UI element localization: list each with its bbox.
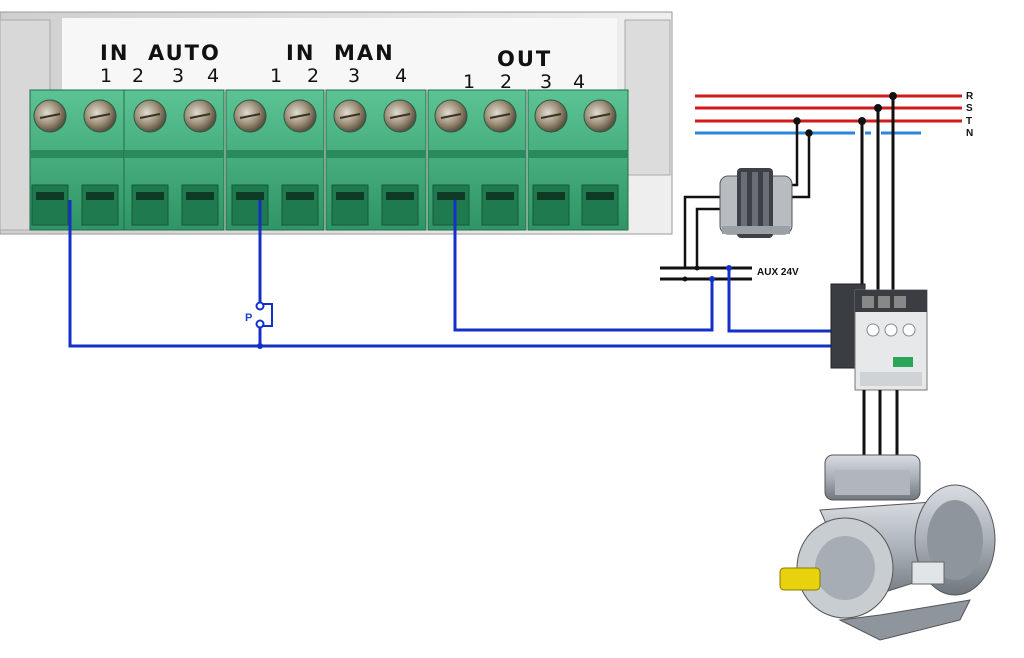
pin-label-2-1: 1 <box>270 65 282 87</box>
line-label-r: R <box>966 91 974 102</box>
wire-entry-slot[interactable] <box>331 184 369 226</box>
wire-entry-slot[interactable] <box>432 184 470 226</box>
transformer <box>719 168 793 238</box>
pin-label-2-4: 4 <box>395 65 407 87</box>
aux-24v-bus: AUX 24V <box>660 265 799 282</box>
pin-label-3-4: 4 <box>573 71 585 93</box>
group-label-in-auto: IN AUTO <box>100 41 221 65</box>
electric-motor <box>779 454 996 641</box>
pin-label-3-3: 3 <box>540 71 552 93</box>
wire-entry-slot[interactable] <box>581 184 619 226</box>
wire-entry-slot[interactable] <box>81 184 119 226</box>
motor-feed-wires <box>862 390 899 455</box>
terminal-modules <box>29 89 629 231</box>
contactor-supply-wires <box>858 92 897 298</box>
line-label-s: S <box>966 103 973 114</box>
pin-label-1-1: 1 <box>100 65 112 87</box>
wire-entry-slot[interactable] <box>281 184 319 226</box>
wire-entry-slot[interactable] <box>181 184 219 226</box>
pin-label-2-3: 3 <box>348 65 360 87</box>
group-label-out: OUT <box>497 47 552 71</box>
wire-entry-slot[interactable] <box>481 184 519 226</box>
pin-label-3-1: 1 <box>463 71 475 93</box>
pressure-switch-label: P <box>245 312 252 324</box>
pin-label-1-4: 4 <box>207 65 219 87</box>
wire-entry-slot[interactable] <box>131 184 169 226</box>
line-label-n: N <box>966 128 973 139</box>
contactor <box>830 283 928 391</box>
control-wires <box>68 200 838 348</box>
group-label-in-man: IN MAN <box>286 41 395 65</box>
wire-entry-slot[interactable] <box>231 184 269 226</box>
wire-entry-slot[interactable] <box>31 184 69 226</box>
label-strip <box>62 18 617 92</box>
aux-24v-label: AUX 24V <box>757 267 799 278</box>
line-label-t: T <box>966 116 972 127</box>
pin-label-1-2: 2 <box>132 65 144 87</box>
pin-label-1-3: 3 <box>172 65 184 87</box>
transformer-feed-wires <box>683 117 813 268</box>
pin-label-3-2: 2 <box>500 71 512 93</box>
pressure-switch: P <box>245 301 273 329</box>
wire-entry-slot[interactable] <box>532 184 570 226</box>
power-lines: R S T N <box>695 91 974 139</box>
pin-label-2-2: 2 <box>307 65 319 87</box>
wire-entry-slot[interactable] <box>381 184 419 226</box>
